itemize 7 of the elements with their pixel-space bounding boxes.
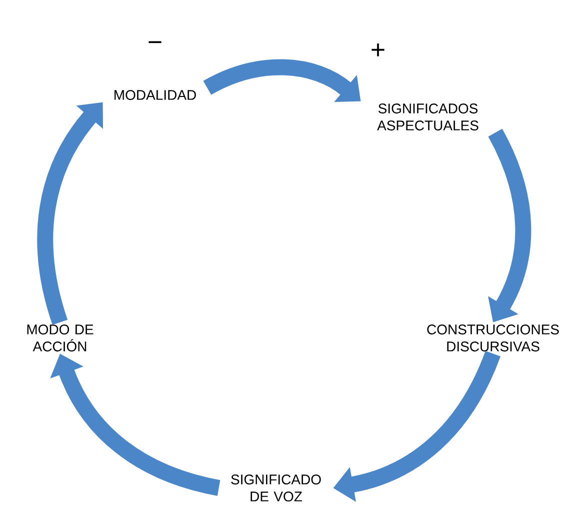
node-label: MODO DE ACCIÓN (27, 324, 94, 352)
node-label: CONSTRUCCIONES DISCURSIVAS (427, 324, 559, 352)
sign-label: + (372, 43, 384, 56)
node-label: SIGNIFICADO DE VOZ (231, 474, 321, 502)
node-label: MODALIDAD (114, 90, 196, 100)
node-label: SIGNIFICADOS ASPECTUALES (377, 104, 478, 130)
sign-label: − (148, 41, 162, 44)
